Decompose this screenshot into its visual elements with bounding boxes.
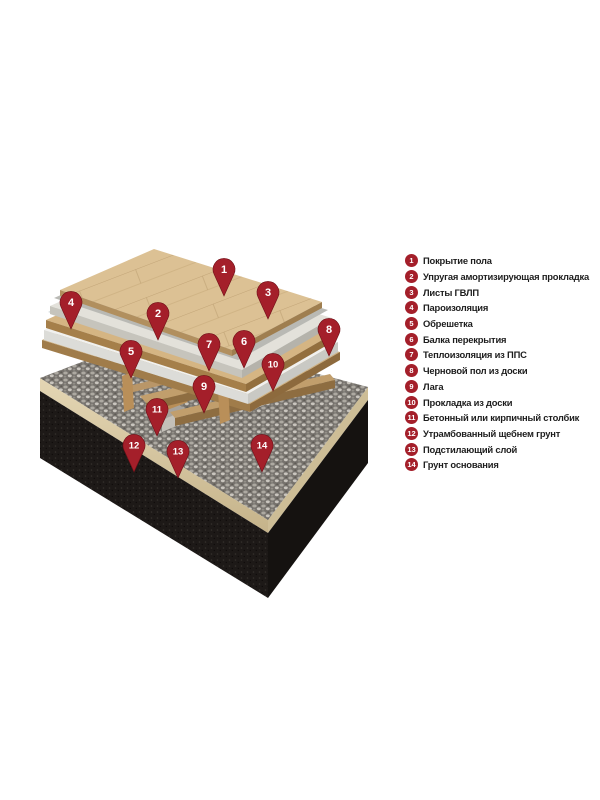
- legend-label: Упругая амортизирующая прокладка: [423, 271, 589, 283]
- legend-label: Прокладка из доски: [423, 396, 513, 408]
- legend-label: Покрытие пола: [423, 255, 492, 267]
- legend-item: 11 Бетонный или кирпичный столбик: [405, 410, 595, 426]
- legend-number-badge: 5: [405, 317, 418, 331]
- legend-label: Грунт основания: [423, 459, 499, 471]
- legend-label: Подстилающий слой: [423, 443, 518, 455]
- legend-label: Бетонный или кирпичный столбик: [423, 412, 580, 424]
- marker-pin: 5: [119, 340, 143, 379]
- marker-pin: 13: [166, 440, 190, 479]
- legend-label: Пароизоляция: [423, 302, 489, 314]
- legend-item: 2 Упругая амортизирующая прокладка: [405, 269, 595, 285]
- marker-pin-number: 5: [128, 346, 134, 358]
- marker-pin: 7: [197, 333, 221, 372]
- legend-number-badge: 1: [405, 254, 418, 268]
- marker-pin-number: 14: [257, 441, 268, 452]
- marker-pin-shape: [166, 440, 190, 479]
- marker-pin: 9: [192, 375, 216, 414]
- marker-pin-shape: [145, 398, 169, 437]
- marker-pin-number: 13: [173, 447, 184, 458]
- marker-pin: 2: [146, 302, 170, 341]
- legend-number-badge: 8: [405, 364, 418, 378]
- marker-pin: 12: [122, 434, 146, 473]
- legend-label: Балка перекрытия: [423, 333, 507, 345]
- marker-pin: 6: [232, 330, 256, 369]
- marker-pin-shape: [59, 291, 83, 330]
- legend-item: 14 Грунт основания: [405, 457, 595, 473]
- marker-pin-shape: [146, 302, 170, 341]
- marker-pin: 11: [145, 398, 169, 437]
- legend-number-badge: 6: [405, 332, 418, 346]
- marker-pin-number: 3: [265, 287, 271, 299]
- legend-label: Обрешетка: [423, 318, 473, 330]
- marker-pin-shape: [232, 330, 256, 369]
- legend-label: Лага: [423, 380, 444, 392]
- legend-label: Теплоизоляция из ППС: [423, 349, 527, 361]
- marker-pin-number: 9: [201, 381, 207, 393]
- marker-pin: 14: [250, 434, 274, 473]
- marker-pin-shape: [261, 353, 285, 392]
- legend-number-badge: 9: [405, 379, 418, 393]
- legend-number-badge: 11: [405, 411, 418, 425]
- marker-pin-number: 12: [129, 441, 140, 452]
- marker-pin-shape: [256, 281, 280, 320]
- legend-item: 1 Покрытие пола: [405, 253, 595, 269]
- marker-pin-shape: [250, 434, 274, 473]
- marker-pin-shape: [212, 258, 236, 297]
- legend-item: 7 Теплоизоляция из ППС: [405, 347, 595, 363]
- legend-list: 1 Покрытие пола 2 Упругая амортизирующая пр…: [405, 253, 595, 473]
- legend-item: 10 Прокладка из доски: [405, 394, 595, 410]
- legend-number-badge: 4: [405, 301, 418, 315]
- marker-pin-number: 4: [68, 297, 75, 309]
- legend-number-badge: 14: [405, 458, 418, 472]
- legend-item: 13 Подстилающий слой: [405, 441, 595, 457]
- marker-pin-number: 6: [241, 336, 247, 348]
- marker-pin-shape: [197, 333, 221, 372]
- legend-label: Утрамбованный щебнем грунт: [423, 427, 561, 439]
- legend-item: 3 Листы ГВЛП: [405, 284, 595, 300]
- legend-item: 4 Пароизоляция: [405, 300, 595, 316]
- marker-pin: 10: [261, 353, 285, 392]
- legend-number-badge: 7: [405, 348, 418, 362]
- legend-number-badge: 13: [405, 442, 418, 456]
- legend-number-badge: 12: [405, 426, 418, 440]
- legend-item: 8 Черновой пол из доски: [405, 363, 595, 379]
- legend-number-badge: 2: [405, 270, 418, 284]
- marker-pin: 3: [256, 281, 280, 320]
- marker-pin-number: 2: [155, 308, 161, 320]
- marker-pin-number: 8: [326, 324, 332, 336]
- marker-pin-shape: [192, 375, 216, 414]
- legend-item: 12 Утрамбованный щебнем грунт: [405, 426, 595, 442]
- marker-pin-shape: [317, 318, 341, 357]
- marker-pin-number: 11: [152, 405, 163, 416]
- marker-pin-shape: [122, 434, 146, 473]
- legend-label: Черновой пол из доски: [423, 365, 528, 377]
- legend-number-badge: 10: [405, 395, 418, 409]
- marker-pin: 1: [212, 258, 236, 297]
- marker-pin: 8: [317, 318, 341, 357]
- marker-pin-number: 1: [221, 264, 227, 276]
- marker-pin-number: 10: [268, 360, 279, 371]
- marker-pin-number: 7: [206, 339, 212, 351]
- legend-label: Листы ГВЛП: [423, 286, 479, 298]
- legend-item: 5 Обрешетка: [405, 316, 595, 332]
- marker-pin-shape: [119, 340, 143, 379]
- legend-item: 9 Лага: [405, 379, 595, 395]
- marker-pin: 4: [59, 291, 83, 330]
- legend-item: 6 Балка перекрытия: [405, 331, 595, 347]
- legend-number-badge: 3: [405, 285, 418, 299]
